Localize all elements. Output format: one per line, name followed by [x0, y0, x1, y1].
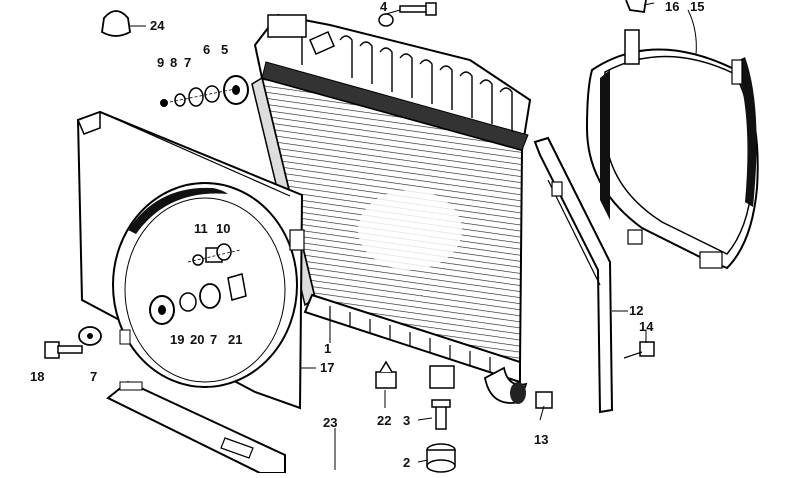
callout-7-low: 7	[90, 369, 98, 384]
callout-20: 20	[190, 332, 205, 347]
callout-5: 5	[221, 42, 229, 57]
callout-8: 8	[170, 55, 178, 70]
callout-13: 13	[534, 432, 549, 447]
part-10-11-bolt	[187, 243, 241, 266]
part-18-bolt	[44, 326, 102, 359]
callout-7-mid: 7	[210, 332, 218, 347]
callout-10: 10	[216, 221, 231, 236]
radiator-lower-tank	[303, 293, 528, 404]
leader-lines	[130, 2, 697, 470]
callout-1: 1	[324, 341, 332, 356]
callout-18: 18	[30, 369, 45, 384]
lower-bracket	[106, 380, 286, 474]
side-frame	[533, 136, 614, 414]
radiator-upper-tank	[253, 13, 532, 152]
callout-16: 16	[665, 0, 680, 14]
part-3-bolt	[431, 399, 451, 430]
callout-4: 4	[380, 0, 388, 14]
callout-6: 6	[203, 42, 211, 57]
callout-24: 24	[150, 18, 165, 33]
right-fan-shroud	[585, 29, 759, 270]
callout-17: 17	[320, 360, 335, 375]
part-24-buffer	[101, 10, 131, 37]
callout-22: 22	[377, 413, 392, 428]
grommet-stack-shroud	[149, 273, 247, 325]
left-fan-shroud	[76, 110, 305, 410]
callout-9: 9	[157, 55, 165, 70]
callout-21: 21	[228, 332, 243, 347]
part-22-drain-plug	[375, 360, 397, 389]
callout-7-top: 7	[184, 55, 192, 70]
callout-23: 23	[323, 415, 338, 430]
callout-2: 2	[403, 455, 411, 470]
part-2-mount	[426, 443, 456, 473]
part-4-bolt	[378, 2, 437, 27]
callout-12: 12	[629, 303, 644, 318]
part-16-clip	[625, 0, 647, 14]
grommet-stack-top	[160, 75, 249, 107]
callout-3: 3	[403, 413, 411, 428]
radiator-core	[251, 76, 524, 367]
callout-11: 11	[194, 221, 208, 236]
callout-15: 15	[690, 0, 705, 14]
part-14-screw	[623, 341, 655, 359]
callout-14: 14	[639, 319, 654, 334]
callout-19: 19	[170, 332, 185, 347]
